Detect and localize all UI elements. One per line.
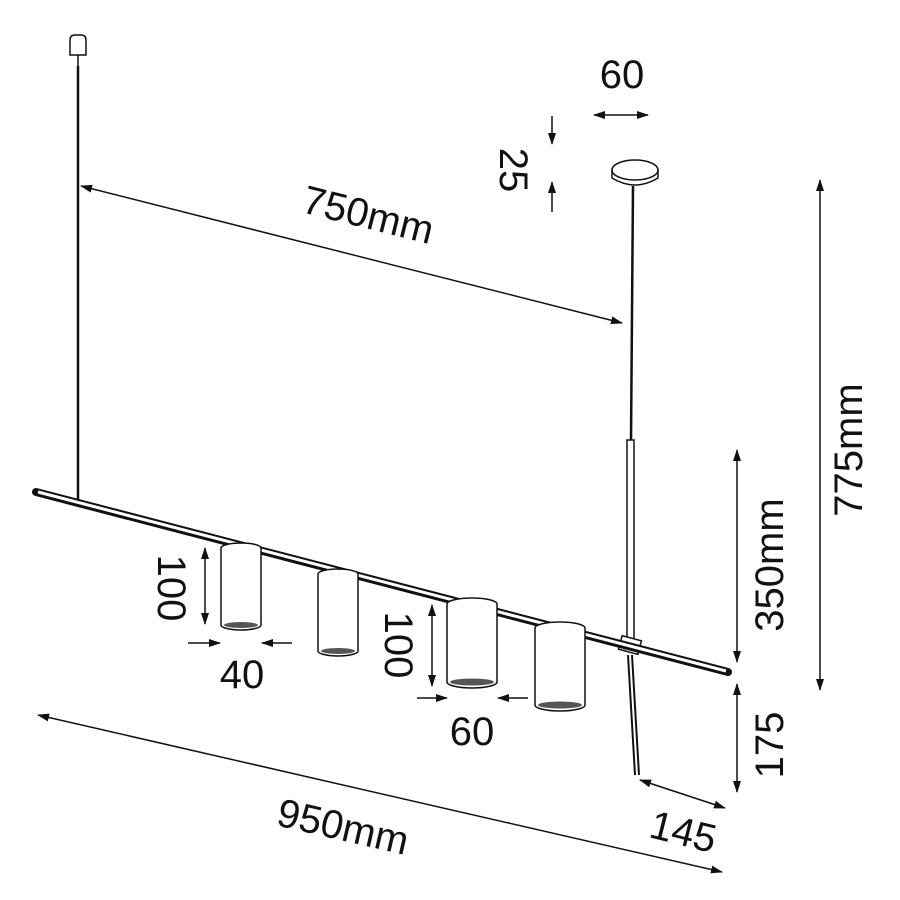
left-suspension — [69, 34, 87, 500]
right-wire — [629, 185, 635, 441]
label-large-shade-height: 100 — [376, 612, 420, 679]
label-canopy-width: 60 — [600, 53, 645, 97]
shade-2 — [317, 568, 359, 657]
dim-rod-offset — [639, 779, 726, 809]
label-rod-offset: 145 — [645, 803, 720, 862]
label-canopy-height: 25 — [491, 148, 535, 193]
left-canopy — [69, 34, 87, 56]
dimension-lines — [37, 111, 824, 874]
upper-rod — [626, 439, 635, 641]
label-small-shade-height: 100 — [149, 555, 193, 622]
label-total-height: 775mm — [827, 383, 871, 516]
shade-1 — [220, 542, 262, 631]
label-rod-upper: 350mm — [748, 498, 792, 631]
light-bar — [32, 488, 732, 676]
right-suspension — [611, 159, 659, 776]
dim-suspension-spacing — [80, 184, 623, 325]
right-canopy — [611, 159, 659, 181]
shade-4 — [534, 621, 586, 712]
shade-3 — [446, 597, 498, 689]
label-rod-lower: 175 — [748, 712, 792, 779]
label-small-shade-diameter: 40 — [220, 653, 265, 697]
dim-bar-length — [37, 713, 723, 874]
label-large-shade-diameter: 60 — [450, 710, 495, 754]
label-bar-length: 950mm — [273, 791, 413, 864]
label-suspension-spacing: 750mm — [298, 178, 438, 253]
shades — [220, 542, 586, 712]
